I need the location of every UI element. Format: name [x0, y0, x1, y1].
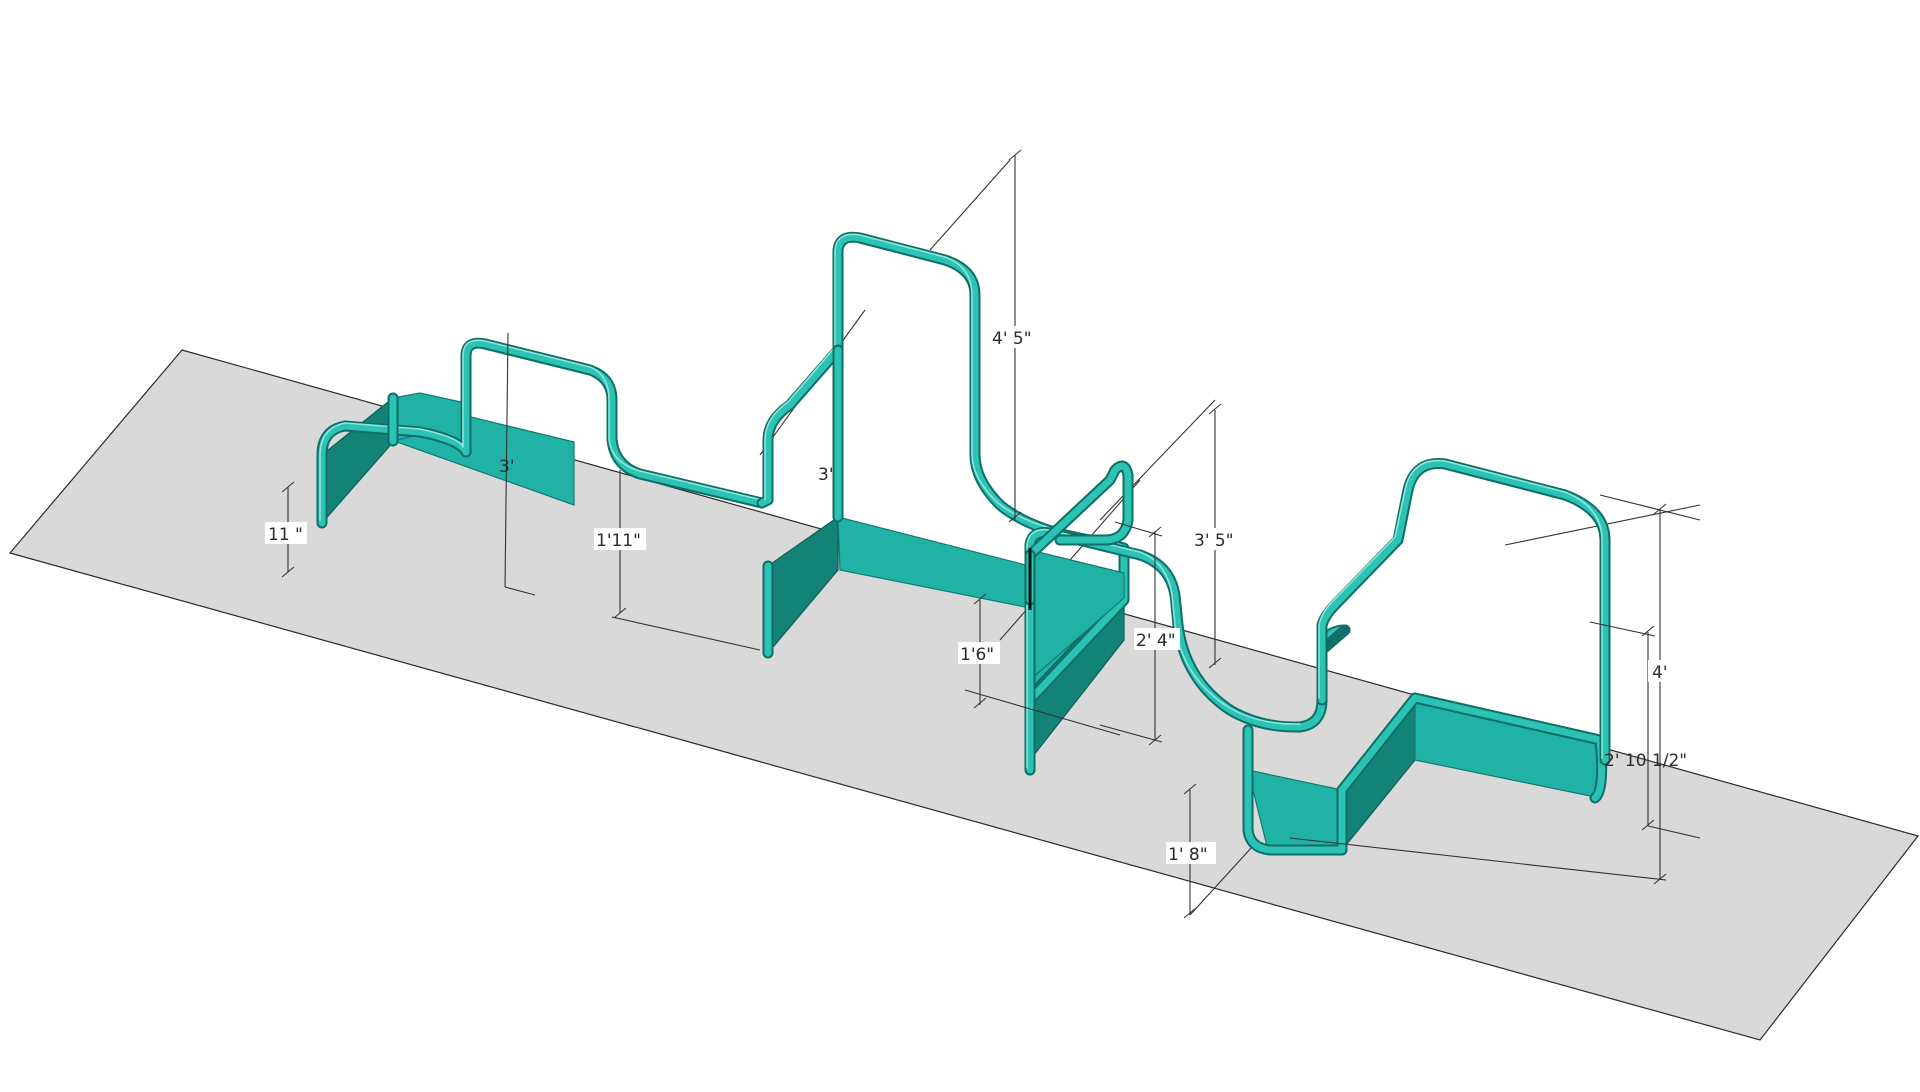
module-2-tube	[758, 233, 1128, 774]
dimension-labels: 11 " 3' 1'11" 3' 4' 5" 1'6" 2' 4" 3' 5" …	[265, 326, 1687, 865]
module-1	[316, 337, 768, 529]
dimension-label-height-middle-bench: 1'6"	[960, 645, 994, 665]
dimension-label-height-right-top: 4'	[1652, 663, 1668, 683]
ground-plane	[8, 349, 1920, 1041]
module-4	[1242, 458, 1611, 856]
dimension-label-height-right-panel: 2' 10 1/2"	[1604, 751, 1687, 771]
dimension-label-height-low-rail: 1'11"	[596, 531, 641, 551]
dimension-label-height-upper-rail: 3' 5"	[1194, 531, 1234, 551]
dimension-label-height-tall-frame: 3'	[818, 465, 834, 485]
dimension-label-height-first-frame: 3'	[499, 457, 515, 477]
dimension-label-height-first-bench: 11 "	[268, 525, 303, 545]
dimension-lines	[281, 149, 1701, 919]
module-4-tube	[1244, 694, 1606, 854]
dimension-label-height-tall-top: 4' 5"	[992, 329, 1032, 349]
module-1-tube	[318, 339, 766, 527]
dimension-label-height-middle-frame: 2' 4"	[1136, 631, 1176, 651]
module-2	[756, 231, 1130, 776]
dimension-label-height-right-bench: 1' 8"	[1168, 845, 1208, 865]
